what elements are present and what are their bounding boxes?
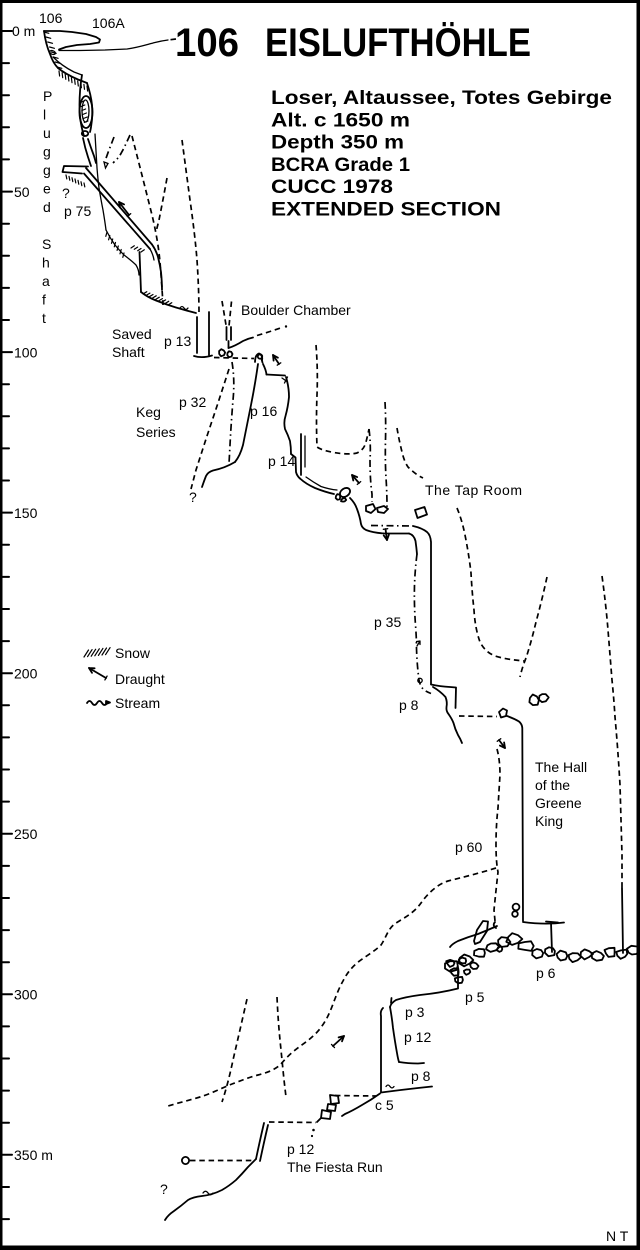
svg-text:p 8: p 8 (399, 697, 419, 713)
svg-text:p 60: p 60 (455, 839, 482, 855)
svg-text:?: ? (62, 185, 70, 201)
svg-text:u: u (43, 125, 51, 141)
svg-text:?: ? (189, 489, 197, 505)
svg-text:Shaft: Shaft (112, 344, 145, 360)
svg-text:Alt. c 1650 m: Alt. c 1650 m (271, 109, 410, 131)
svg-text:250: 250 (14, 826, 38, 842)
svg-text:N T: N T (606, 1228, 629, 1244)
svg-text:Draught: Draught (115, 671, 165, 687)
svg-text:p 32: p 32 (179, 394, 206, 410)
svg-text:The Hall: The Hall (535, 759, 587, 775)
svg-text:Stream: Stream (115, 695, 160, 711)
svg-text:p 12: p 12 (404, 1029, 431, 1045)
svg-text:g: g (43, 162, 51, 178)
svg-text:p 6: p 6 (536, 965, 556, 981)
svg-text:f: f (42, 292, 46, 308)
svg-text:p 35: p 35 (374, 614, 401, 630)
svg-text:350 m: 350 m (14, 1147, 53, 1163)
svg-text:106: 106 (39, 10, 63, 26)
svg-text:300: 300 (14, 987, 38, 1003)
svg-text:p 14: p 14 (268, 453, 295, 469)
svg-text:a: a (42, 273, 50, 289)
svg-text:Snow: Snow (115, 645, 151, 661)
svg-text:p 75: p 75 (64, 203, 91, 219)
svg-text:0 m: 0 m (12, 23, 35, 39)
svg-text:p 3: p 3 (405, 1004, 425, 1020)
svg-text:p 16: p 16 (250, 403, 277, 419)
svg-text:50: 50 (14, 184, 30, 200)
svg-text:Boulder Chamber: Boulder Chamber (241, 302, 351, 318)
svg-text:Series: Series (136, 424, 176, 440)
svg-text:l: l (43, 107, 46, 123)
svg-text:S: S (42, 236, 51, 252)
svg-text:The Fiesta Run: The Fiesta Run (287, 1159, 383, 1175)
svg-text:CUCC 1978: CUCC 1978 (271, 176, 393, 198)
svg-text:h: h (42, 255, 50, 271)
svg-text:t: t (42, 310, 46, 326)
svg-text:Saved: Saved (112, 326, 152, 342)
svg-text:g: g (43, 144, 51, 160)
svg-text:p 8: p 8 (411, 1068, 431, 1084)
svg-text:100: 100 (14, 344, 38, 360)
svg-text:200: 200 (14, 665, 38, 681)
svg-text:d: d (43, 199, 51, 215)
svg-text:p 12: p 12 (287, 1141, 314, 1157)
svg-text:P: P (43, 88, 52, 104)
svg-text:The Tap Room: The Tap Room (425, 482, 522, 498)
svg-text:Keg: Keg (136, 404, 161, 420)
svg-text:?: ? (160, 1181, 168, 1197)
svg-text:Depth 350 m: Depth 350 m (271, 132, 404, 154)
svg-text:c 5: c 5 (375, 1097, 394, 1113)
svg-text:106A: 106A (92, 15, 125, 31)
svg-text:EXTENDED SECTION: EXTENDED SECTION (271, 199, 501, 221)
svg-text:106: 106 (175, 21, 239, 65)
svg-text:of the: of the (535, 777, 570, 793)
svg-text:e: e (43, 181, 51, 197)
svg-text:150: 150 (14, 505, 38, 521)
svg-text:EISLUFTHÖHLE: EISLUFTHÖHLE (265, 20, 531, 65)
svg-text:Greene: Greene (535, 795, 582, 811)
svg-text:p 13: p 13 (164, 333, 191, 349)
svg-text:King: King (535, 813, 563, 829)
svg-text:BCRA Grade 1: BCRA Grade 1 (271, 154, 410, 176)
svg-text:Loser, Altaussee, Totes Gebirg: Loser, Altaussee, Totes Gebirge (271, 87, 612, 109)
svg-text:p 5: p 5 (465, 989, 485, 1005)
